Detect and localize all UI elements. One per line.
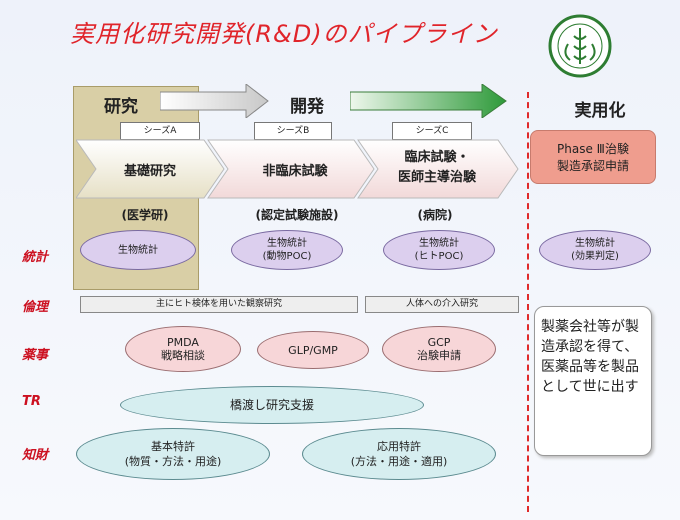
stats-human-poc: 生物統計(ヒトPOC) [383,230,495,270]
row-label-ip: 知財 [22,448,49,463]
arrow-development-icon [350,84,507,118]
ip-basic-patent: 基本特許(物質・方法・用途) [76,428,270,480]
stage-clinical-line1: 臨床試験・ [404,150,470,165]
stats-efficacy: 生物統計(効果判定) [539,230,651,270]
ip-applied-patent: 応用特許(方法・用途・適用) [302,428,496,480]
page-title: 実用化研究開発(R&D)のパイプライン [70,20,498,48]
phase3-box: Phase Ⅲ治験 製造承認申請 [530,130,656,184]
row-label-ethics: 倫理 [22,300,49,315]
phase3-line2: 製造承認申請 [556,159,629,173]
phase-development: 開発 [290,97,324,117]
stage-nonclinical: 非臨床試験 [262,164,328,179]
stats-basic: 生物統計 [80,230,196,270]
chevron-basic [76,139,225,199]
ethics-observational: 主にヒト検体を用いた観察研究 [80,296,358,313]
institute-logo [548,14,612,78]
phase-practical: 実用化 [574,101,626,121]
chevron-nonclinical [207,139,375,199]
regulatory-glp: GLP/GMP [257,331,369,369]
stats-animal-poc: 生物統計(動物POC) [231,230,343,270]
row-label-tr: TR [22,394,41,409]
phase-research: 研究 [104,97,138,117]
stage-clinical-line2: 医師主導治験 [397,170,476,185]
phase3-line1: Phase Ⅲ治験 [557,142,629,156]
stage-chevrons [76,139,519,199]
arrow-research-icon [160,84,269,118]
row-label-stats: 統計 [22,250,49,265]
ethics-interventional: 人体への介入研究 [365,296,519,313]
location-research: (医学研) [121,208,169,222]
row-label-regulatory: 薬事 [22,348,49,363]
location-nonclinical: (認定試験施設) [255,208,339,222]
commercialization-note: 製薬会社等が製造承認を得て、医薬品等を製品として世に出す [534,306,652,456]
chevron-clinical [357,139,519,199]
tr-bridging: 橋渡し研究支援 [120,386,424,424]
practical-divider [527,92,529,512]
stage-basic: 基礎研究 [123,164,176,179]
location-clinical: (病院) [417,208,453,222]
